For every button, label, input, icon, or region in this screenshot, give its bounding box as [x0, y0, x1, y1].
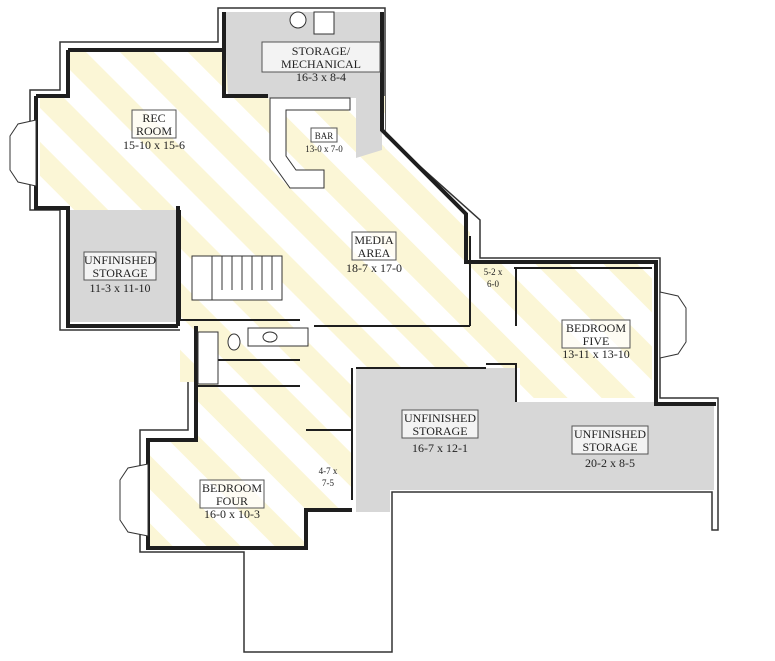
bedroom-five-label: BEDROOM FIVE 13-11 x 13-10	[561, 319, 631, 361]
unfinished-storage-center-area	[356, 368, 714, 512]
closet-four-label: 4-7 x 7-5	[319, 466, 338, 488]
svg-text:STORAGE: STORAGE	[582, 440, 637, 454]
window-bay-east	[659, 291, 687, 359]
svg-text:STORAGE/: STORAGE/	[292, 44, 351, 58]
water-heater-icon	[289, 11, 307, 29]
rec-room-label: REC ROOM 15-10 x 15-6	[123, 109, 185, 152]
window-bay-southwest	[119, 463, 149, 537]
svg-text:BAR: BAR	[315, 131, 334, 141]
storage-mechanical-label: STORAGE/ MECHANICAL 16-3 x 8-4	[261, 41, 381, 84]
toilet	[227, 333, 241, 351]
svg-text:UNFINISHED: UNFINISHED	[574, 427, 646, 441]
svg-text:UNFINISHED: UNFINISHED	[84, 253, 156, 267]
svg-text:18-7 x 17-0: 18-7 x 17-0	[346, 261, 402, 275]
vanity	[247, 327, 309, 347]
staircase	[191, 255, 283, 301]
closet-five-label: 5-2 x 6-0	[484, 267, 503, 289]
unfinished-storage-west-label: UNFINISHED STORAGE 11-3 x 11-10	[83, 251, 157, 295]
svg-text:MECHANICAL: MECHANICAL	[281, 57, 361, 71]
svg-text:FIVE: FIVE	[583, 334, 610, 348]
svg-text:STORAGE: STORAGE	[92, 266, 147, 280]
svg-text:11-3 x 11-10: 11-3 x 11-10	[89, 281, 150, 295]
svg-text:AREA: AREA	[358, 246, 391, 260]
svg-text:16-7 x 12-1: 16-7 x 12-1	[412, 441, 468, 455]
svg-text:BEDROOM: BEDROOM	[202, 481, 262, 495]
window-bay-west	[9, 119, 37, 187]
unfinished-storage-center-label: UNFINISHED STORAGE 16-7 x 12-1	[401, 409, 479, 455]
sink	[262, 331, 278, 343]
svg-text:20-2 x 8-5: 20-2 x 8-5	[585, 456, 635, 470]
svg-text:7-5: 7-5	[322, 478, 334, 488]
bathtub	[197, 331, 219, 385]
svg-text:REC: REC	[142, 111, 165, 125]
bar-label: BAR 13-0 x 7-0	[305, 127, 343, 154]
svg-text:5-2 x: 5-2 x	[484, 267, 503, 277]
svg-text:UNFINISHED: UNFINISHED	[404, 411, 476, 425]
exterior-walls	[34, 12, 716, 550]
svg-text:4-7 x: 4-7 x	[319, 466, 338, 476]
svg-text:16-3 x 8-4: 16-3 x 8-4	[296, 70, 346, 84]
media-area-label: MEDIA AREA 18-7 x 17-0	[346, 231, 402, 275]
interior-walls	[179, 210, 652, 500]
furnace-icon	[313, 11, 335, 35]
unfinished-storage-east-label: UNFINISHED STORAGE 20-2 x 8-5	[571, 425, 649, 470]
svg-text:6-0: 6-0	[487, 279, 499, 289]
svg-text:13-11 x 13-10: 13-11 x 13-10	[562, 347, 630, 361]
svg-text:15-10 x 15-6: 15-10 x 15-6	[123, 138, 185, 152]
svg-text:ROOM: ROOM	[136, 124, 172, 138]
svg-text:FOUR: FOUR	[216, 494, 248, 508]
bedroom-four-label: BEDROOM FOUR 16-0 x 10-3	[199, 479, 265, 521]
svg-text:MEDIA: MEDIA	[354, 233, 394, 247]
svg-text:BEDROOM: BEDROOM	[566, 321, 626, 335]
finished-floor	[40, 50, 652, 548]
svg-text:STORAGE: STORAGE	[412, 424, 467, 438]
bar-counter	[269, 97, 351, 189]
svg-text:13-0 x 7-0: 13-0 x 7-0	[305, 144, 343, 154]
svg-text:16-0 x 10-3: 16-0 x 10-3	[204, 507, 260, 521]
